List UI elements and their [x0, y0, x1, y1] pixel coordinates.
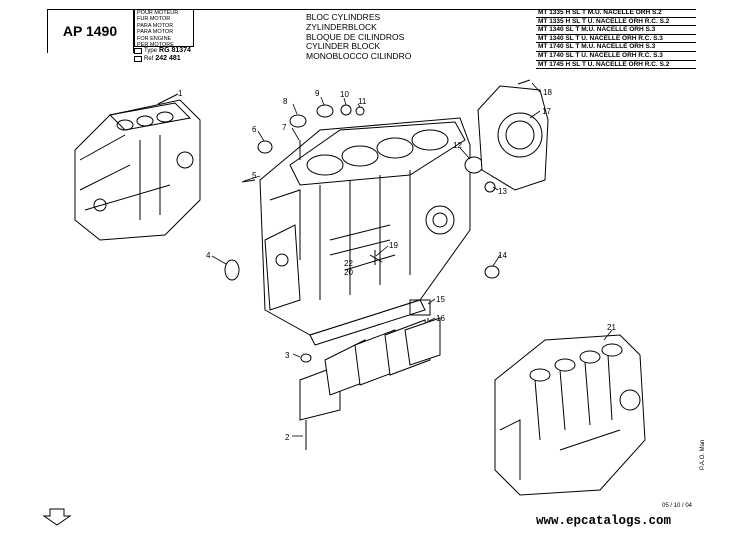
part-number: 3 — [285, 351, 290, 360]
applicability-line: PARA MOTOR — [137, 29, 174, 36]
part-number: 18 — [543, 88, 552, 97]
title-block: BLOC CYLINDRES ZYLINDERBLOCK BLOQUE DE C… — [306, 12, 412, 62]
part-number: 21 — [607, 323, 616, 332]
part-number: 5 — [252, 171, 257, 180]
applicability-line: FOR ENGINE — [137, 35, 172, 42]
applicability-line: PARA MOTOR — [137, 22, 174, 29]
engine-block-thumbnail — [74, 99, 201, 241]
title-it: MONOBLOCCO CILINDRO — [306, 51, 412, 62]
checkbox-icon — [134, 47, 142, 54]
part-number: 2 — [285, 433, 290, 442]
checkbox-icon — [134, 55, 142, 62]
part-number: 17 — [542, 107, 551, 116]
part-number: 19 — [389, 241, 398, 250]
part-number: 10 — [340, 90, 349, 99]
type-label: Type — [144, 47, 158, 54]
title-en: CYLINDER BLOCK — [306, 41, 381, 52]
applicability-line: PER MOTORE — [137, 42, 174, 49]
page-code: AP 1490 — [47, 9, 134, 53]
part-number: 9 — [315, 89, 320, 98]
cylinder-block — [259, 117, 471, 346]
part-number: 22 — [344, 259, 353, 268]
watermark-link[interactable]: www.epcatalogs.com — [536, 514, 672, 528]
part-number: 4 — [206, 251, 211, 260]
type-line: Type RG 81374 — [134, 47, 191, 54]
applicability-line: POUR MOTEUR — [137, 10, 179, 16]
model-item: MT 1740 SL T M.U. NACELLE ORH S.3 — [536, 43, 696, 52]
leader-lines — [211, 82, 613, 437]
header-top-line — [47, 9, 696, 10]
side-note: P.A.O. Man — [700, 439, 706, 470]
model-item: MT 1340 SL T M.U. NACELLE ORH S.3 — [536, 26, 696, 35]
title-fr: BLOC CYLINDRES — [306, 12, 381, 22]
title-de: ZYLINDERBLOCK — [306, 21, 377, 32]
model-item: MT 1745 H SL T U. NACELLE ORH R.C. S.2 — [536, 61, 696, 70]
engine-assembly — [494, 334, 646, 496]
model-item: MT 1740 SL T U. NACELLE ORH R.C. S.3 — [536, 52, 696, 61]
applicability-box: POUR MOTEUR FUR MOTOR PARA MOTOR PARA MO… — [134, 9, 194, 49]
ref-value: 242 481 — [155, 55, 181, 62]
part-number: 11 — [358, 97, 367, 106]
part-number: 7 — [282, 123, 287, 132]
header-left-line — [47, 9, 48, 53]
part-number: 14 — [498, 251, 507, 260]
applicability-line: FUR MOTOR — [137, 16, 171, 23]
type-value: RG 81374 — [159, 47, 191, 54]
small-parts — [224, 104, 500, 335]
bearing-caps — [299, 317, 441, 450]
model-item: MT 1340 SL T U. NACELLE ORH R.C. S.3 — [536, 35, 696, 44]
part-number: 12 — [453, 141, 462, 150]
title-es: BLOQUE DE CILINDROS — [306, 31, 405, 42]
page-date: 05 / 10 / 04 — [662, 503, 693, 509]
model-list: MT 1335 H SL T M.U. NACELLE ORH S.2 MT 1… — [536, 9, 696, 70]
leader-line — [157, 93, 179, 105]
ref-line: Ref 242 481 — [134, 55, 181, 62]
ref-label: Ref — [144, 55, 154, 62]
model-item: MT 1335 H SL T M.U. NACELLE ORH S.2 — [536, 9, 696, 18]
exploded-view-drawing: 1 2 3 4 5 6 7 8 9 10 11 12 13 14 15 16 1… — [74, 79, 646, 496]
part-number: 6 — [252, 125, 257, 134]
part-number: 13 — [498, 187, 507, 196]
part-number: 20 — [344, 268, 353, 277]
model-item: MT 1335 H SL T U. NACELLE ORH R.C. S.2 — [536, 18, 696, 27]
part-number: 1 — [178, 89, 183, 98]
next-page-arrow-icon[interactable] — [42, 507, 72, 527]
part-number: 16 — [436, 314, 445, 323]
rear-seal-housing — [477, 79, 549, 191]
part-number: 15 — [436, 295, 445, 304]
part-number: 8 — [283, 97, 288, 106]
